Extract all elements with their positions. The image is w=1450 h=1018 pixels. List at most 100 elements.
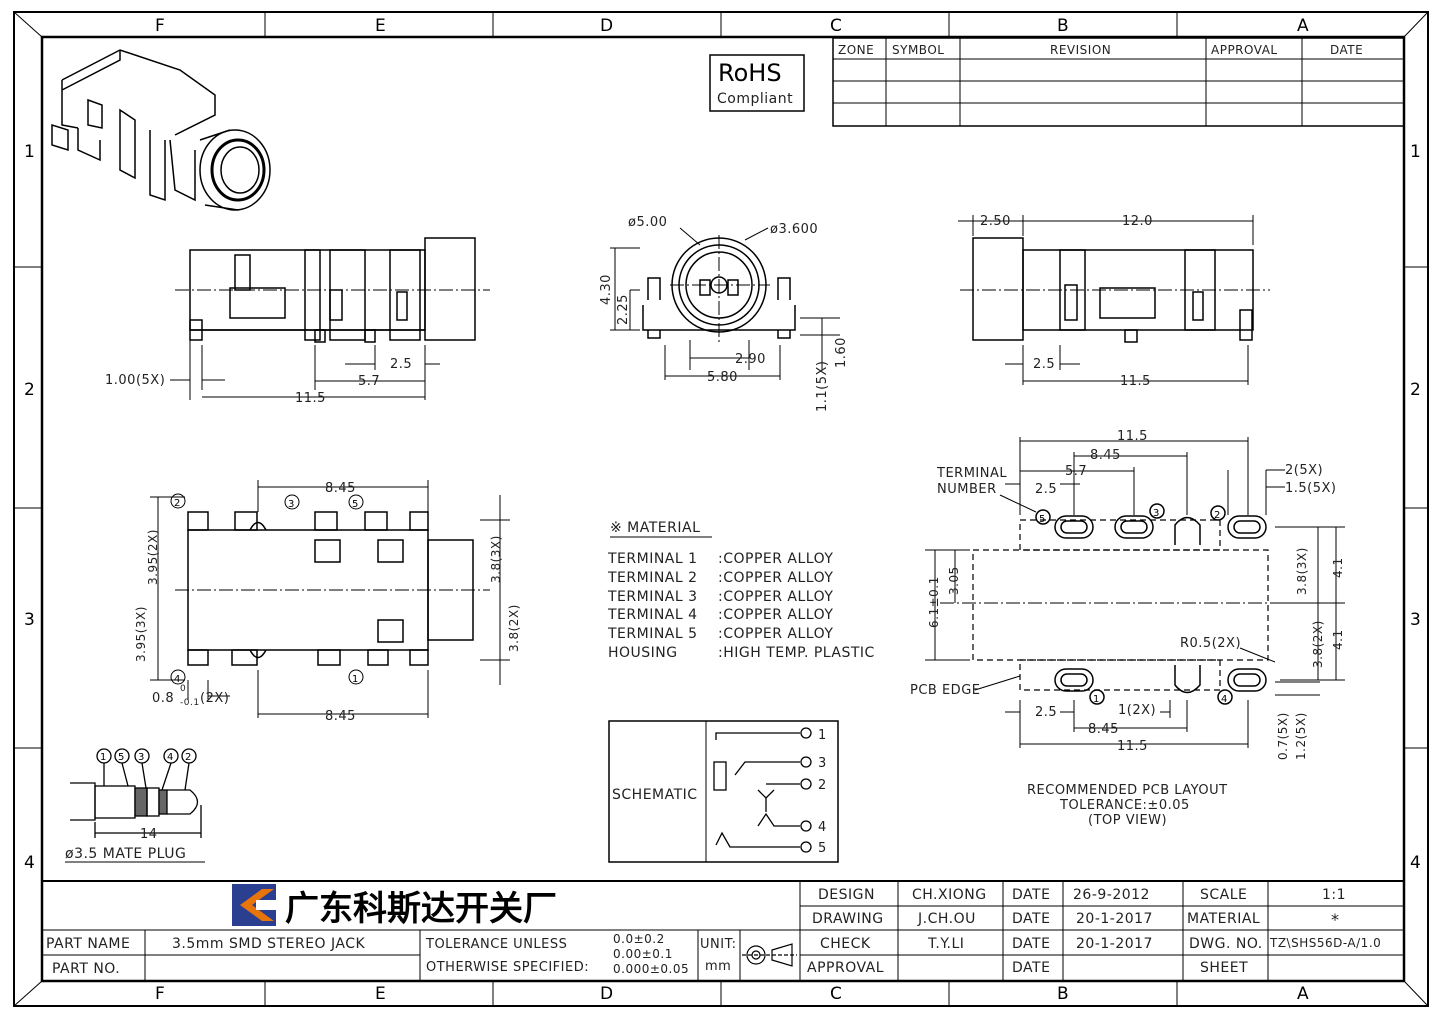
tolerance-value: 0.0±0.2 <box>613 932 665 946</box>
dim-text: (2X) <box>200 691 229 706</box>
row-label: 4 <box>24 853 35 873</box>
dwg-no-label: DWG. NO. <box>1189 936 1263 952</box>
rev-header-revision: REVISION <box>1050 43 1111 57</box>
material-key: TERMINAL 2 <box>607 570 698 586</box>
terminal-number: 5 <box>352 499 358 510</box>
material-value: :HIGH TEMP. PLASTIC <box>718 645 875 661</box>
row-label: 2 <box>1410 380 1421 400</box>
col-label: C <box>830 16 842 36</box>
dim-text: 2.90 <box>735 352 766 367</box>
material-value: :COPPER ALLOY <box>718 570 833 586</box>
dim-text: R0.5(2X) <box>1180 636 1241 651</box>
check-label: CHECK <box>820 936 871 952</box>
dim-text: 2.5 <box>1035 482 1057 497</box>
terminal-number: 1 <box>352 674 358 685</box>
dwg-no: TZ\SHS56D-A/1.0 <box>1269 936 1381 950</box>
col-label: A <box>1297 984 1309 1004</box>
dim-text: 2.50 <box>980 214 1011 229</box>
schematic-pin: 4 <box>818 820 827 835</box>
isometric-view <box>51 49 271 211</box>
terminal-number: 5 <box>1039 514 1045 525</box>
dim-text: 11.5 <box>1117 429 1148 444</box>
dim-text: 8.45 <box>1090 448 1121 463</box>
material-value: :COPPER ALLOY <box>718 589 833 605</box>
dim-text: 1.5(5X) <box>1285 481 1337 496</box>
row-label: 4 <box>1410 853 1421 873</box>
material-key: TERMINAL 5 <box>607 626 698 642</box>
sheet-label: SHEET <box>1200 960 1248 976</box>
dim-text: 2(5X) <box>1285 463 1323 478</box>
terminal-number-label: TERMINAL <box>936 466 1007 481</box>
material-key: HOUSING <box>608 645 678 661</box>
side-view-right: 2.50 12.0 2.5 11.5 <box>958 214 1270 389</box>
check-name: T.Y.LI <box>927 936 964 952</box>
dim-text: 2.5 <box>390 357 412 372</box>
date-label: DATE <box>1012 936 1050 952</box>
col-label: A <box>1297 16 1309 36</box>
dim-text: ø3.600 <box>770 222 818 237</box>
dim-text: 11.5 <box>1117 739 1148 754</box>
drawing-name: J.CH.OU <box>917 911 976 927</box>
dim-text: -0.1 <box>180 698 200 708</box>
col-label: F <box>155 16 165 36</box>
material-key: TERMINAL 4 <box>607 607 698 623</box>
date-label: DATE <box>1012 960 1050 976</box>
dim-text: 0 <box>180 684 186 694</box>
dim-text: 1.1(5X) <box>815 361 830 413</box>
dim-text: 3.95(3X) <box>134 606 148 662</box>
terminal-number: 3 <box>288 499 294 510</box>
tolerance-line-1: TOLERANCE UNLESS <box>425 937 567 952</box>
row-label: 1 <box>24 142 35 162</box>
dim-text: 1(2X) <box>1118 703 1156 718</box>
scale-label: SCALE <box>1200 887 1247 903</box>
schematic-label: SCHEMATIC <box>612 787 698 803</box>
dim-text: 3.8(2X) <box>507 604 521 652</box>
terminal-number: 4 <box>174 674 180 685</box>
dim-text: 5.7 <box>358 374 380 389</box>
side-view-left: 1.00(5X) 2.5 5.7 11.5 <box>105 237 490 406</box>
tolerance-value: 0.00±0.1 <box>613 947 673 961</box>
dim-text: 2.5 <box>1033 357 1055 372</box>
col-label: E <box>375 984 386 1004</box>
material-value: :COPPER ALLOY <box>718 626 833 642</box>
approval-label: APPROVAL <box>807 960 884 976</box>
material-value: :COPPER ALLOY <box>718 607 833 623</box>
rev-header-date: DATE <box>1330 43 1363 57</box>
dim-text: 1.2(5X) <box>1294 712 1308 760</box>
dim-text: 3.8(3X) <box>489 535 503 583</box>
design-label: DESIGN <box>818 887 875 903</box>
date-label: DATE <box>1012 887 1050 903</box>
pcb-layout-tolerance: TOLERANCE:±0.05 <box>1059 798 1190 813</box>
part-name: 3.5mm SMD STEREO JACK <box>172 936 366 952</box>
revision-table: ZONE SYMBOL REVISION APPROVAL DATE <box>832 37 1405 127</box>
dim-text: 12.0 <box>1122 214 1153 229</box>
check-date: 20-1-2017 <box>1076 936 1153 952</box>
frame-columns: F E D C B A F E D C B A <box>155 12 1309 1006</box>
dim-text: 0.7(5X) <box>1276 712 1290 760</box>
dim-text: 8.45 <box>325 481 356 496</box>
mate-plug: 1 5 3 4 2 14 ø3.5 MATE PLUG <box>65 748 205 863</box>
part-name-label: PART NAME <box>46 936 130 952</box>
schematic-pin: 2 <box>818 778 827 793</box>
terminal-number-label: NUMBER <box>937 482 997 497</box>
front-view: ø5.00 ø3.600 4.30 2.25 2.90 5.80 1.60 1.… <box>599 215 849 412</box>
dim-text: 11.5 <box>1120 374 1151 389</box>
dim-text: 11.5 <box>295 391 326 406</box>
plug-label: ø3.5 MATE PLUG <box>65 846 186 862</box>
dim-text: 2.5 <box>1035 705 1057 720</box>
dim-text: 1.00(5X) <box>105 373 165 388</box>
rev-header-zone: ZONE <box>838 43 874 57</box>
col-label: F <box>155 984 165 1004</box>
pcb-layout: 5 3 2 1 4 <box>910 429 1345 828</box>
tolerance-line-2: OTHERWISE SPECIFIED: <box>426 960 589 975</box>
rohs-stamp: RoHS Compliant <box>709 54 805 112</box>
title-block: 广东科斯达开关厂 PART NAME 3.5mm SMD STEREO JACK… <box>42 880 1404 981</box>
dim-text: 8.45 <box>1088 722 1119 737</box>
scale-value: 1:1 <box>1322 887 1346 903</box>
material-key: TERMINAL 3 <box>607 589 698 605</box>
dim-text: 8.45 <box>325 709 356 724</box>
col-label: C <box>830 984 842 1004</box>
col-label: D <box>600 16 613 36</box>
schematic-pin: 5 <box>818 841 827 856</box>
